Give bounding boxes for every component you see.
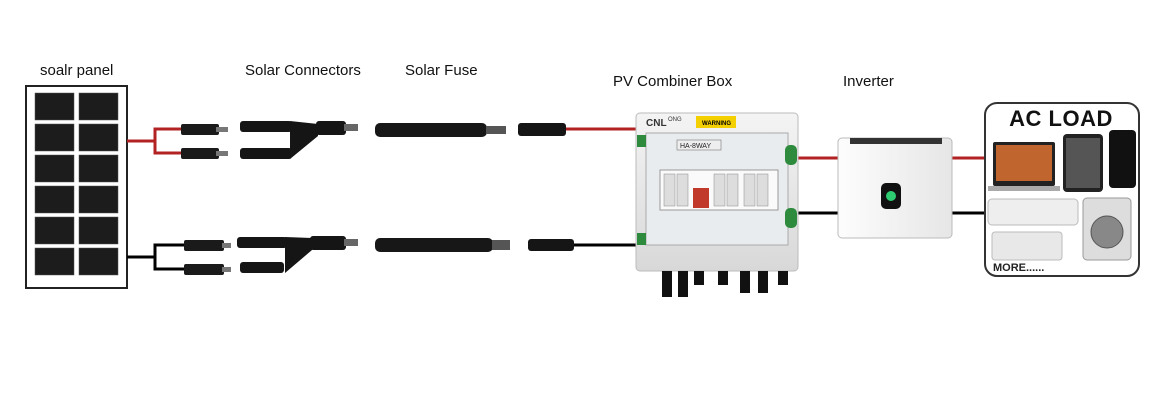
output-connector-bottom (528, 239, 574, 251)
ac-load-panel (984, 102, 1140, 277)
y-branch-connector-bottom (237, 236, 358, 273)
combiner-warning-label: WARNING (702, 121, 731, 127)
combiner-brand: CNL (646, 118, 667, 129)
mc4-connectors-negative (184, 240, 231, 275)
solar-fuse-bottom (375, 238, 510, 252)
combiner-model-label: HA-8WAY (680, 143, 711, 150)
pv-combiner-box-label: PV Combiner Box (613, 73, 733, 90)
ac-load-more-label: MORE...... (993, 262, 1045, 274)
output-connector-top (518, 123, 566, 136)
solar-panel-label: soalr panel (40, 62, 114, 79)
y-branch-connector-top (240, 121, 358, 159)
pv-combiner-box (635, 112, 799, 297)
solar-panel (25, 85, 128, 289)
mc4-connectors-positive (181, 124, 228, 159)
solar-fuse-label: Solar Fuse (405, 62, 478, 79)
combiner-brand-sup: ONG (668, 117, 682, 123)
solar-fuse-top (375, 123, 506, 137)
inverter-label: Inverter (843, 73, 894, 90)
solar-connectors-label: Solar Connectors (245, 62, 361, 79)
ac-load-title: AC LOAD (1009, 106, 1113, 131)
positive-wires (127, 127, 985, 160)
negative-wires (127, 211, 985, 271)
inverter (837, 137, 953, 239)
